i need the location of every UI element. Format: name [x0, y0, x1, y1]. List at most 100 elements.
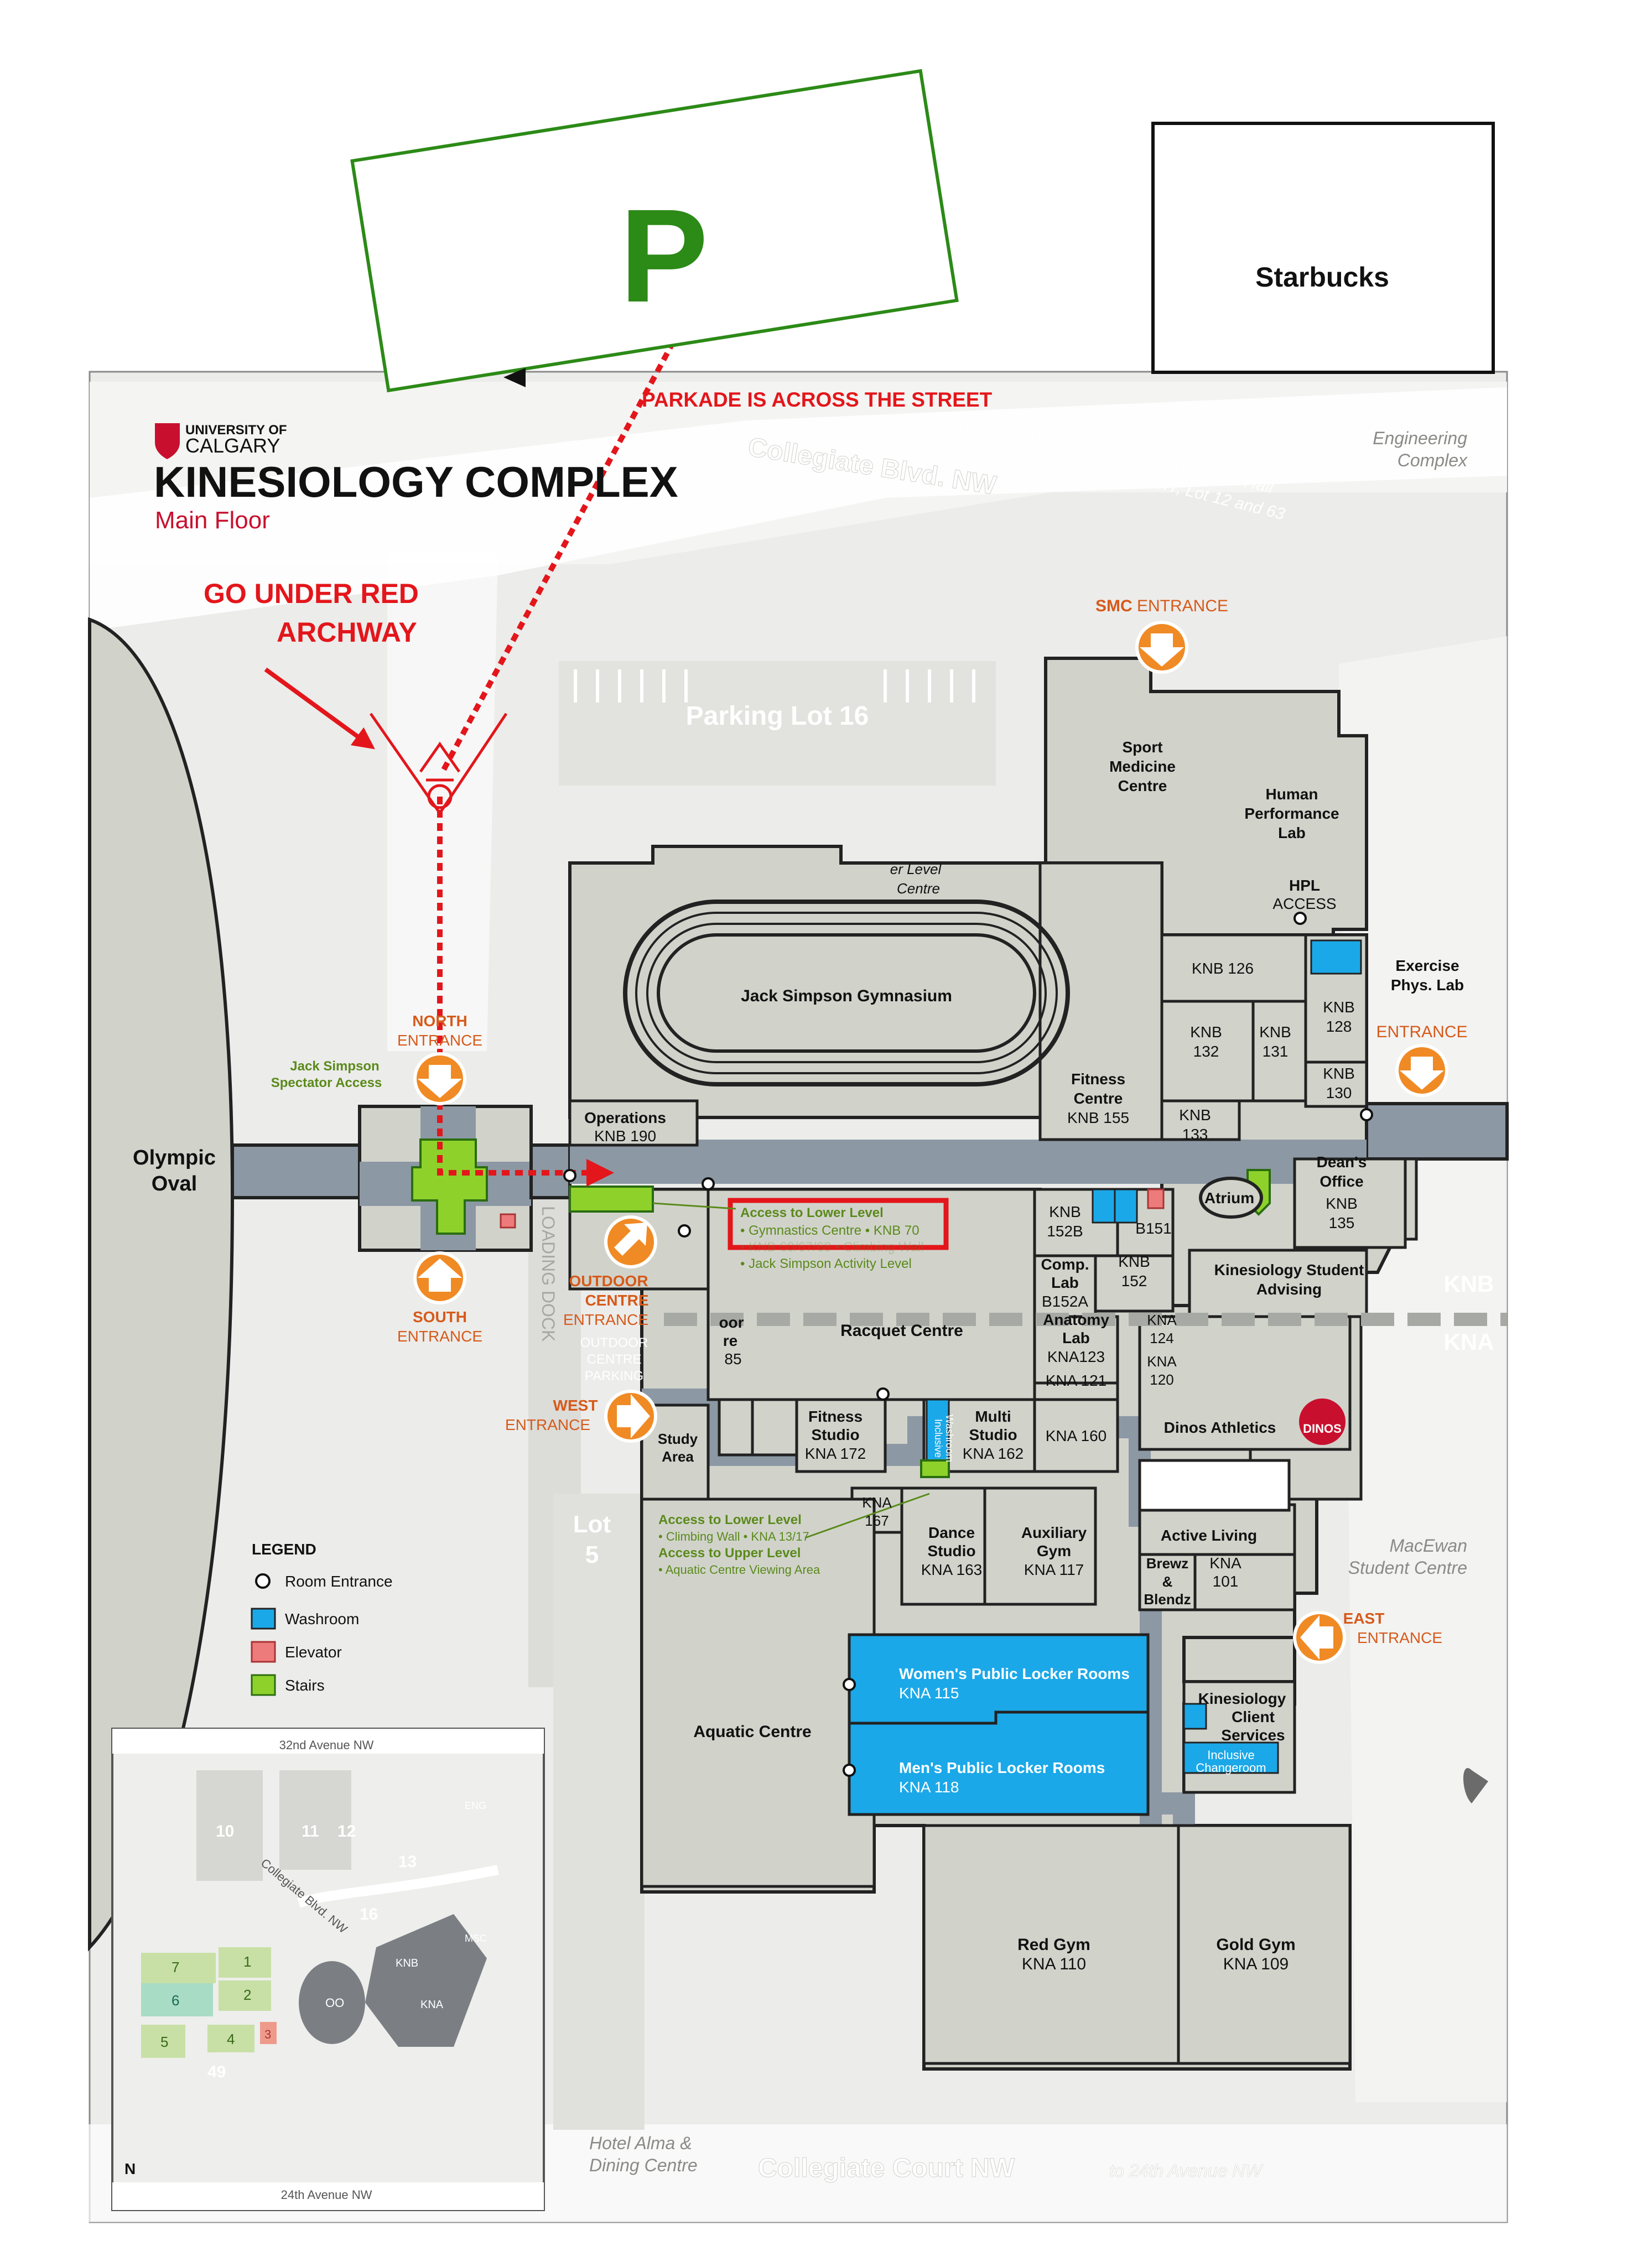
- study-area-2: Area: [662, 1448, 694, 1465]
- walking-route-lower: [437, 797, 614, 1187]
- inset-map: [111, 1728, 545, 2211]
- legend-title: LEGEND: [252, 1541, 316, 1558]
- fitness-centre-3: KNB 155: [1067, 1109, 1129, 1126]
- inclusive-washroom-2: Washroom: [944, 1415, 955, 1462]
- red-gym-2: KNA 110: [1022, 1955, 1086, 1973]
- brewz-1: Brewz: [1146, 1555, 1189, 1572]
- access-lower-leader: [804, 1493, 930, 1539]
- white-block: [1138, 1459, 1291, 1512]
- dinos-athletics-label: Dinos Athletics: [1164, 1419, 1276, 1436]
- knb132-2: 132: [1193, 1043, 1219, 1060]
- university-name-2: CALGARY: [185, 434, 280, 457]
- room-entrance-markers: [563, 912, 1373, 1777]
- legend-elevator: Elevator: [285, 1644, 342, 1661]
- outdoor-parking-1: OUTDOOR: [580, 1335, 648, 1350]
- hpl-access-label-1: HPL: [1289, 877, 1320, 894]
- inset-label-16: 16: [360, 1905, 378, 1923]
- rooms-north: [568, 861, 1418, 1249]
- collegiate-court-label: Collegiate Court NW: [758, 2154, 1015, 2183]
- client-services-2: Client: [1232, 1708, 1275, 1725]
- knb130-1: KNB: [1323, 1065, 1355, 1082]
- inset-label-49: 49: [207, 2063, 226, 2081]
- access-lower-line1: • Climbing Wall • KNA 13/17: [658, 1530, 809, 1543]
- starbucks-label: Starbucks: [1255, 262, 1389, 293]
- comp-lab-1: Comp.: [1041, 1256, 1089, 1273]
- womens-locker-room: [848, 1633, 1150, 1725]
- inset-label-5: 5: [160, 2034, 168, 2050]
- dinos-logo-text: DINOS: [1303, 1422, 1342, 1436]
- door-partial-3: 85: [724, 1350, 741, 1368]
- south-entrance-label-1: SOUTH: [413, 1308, 467, 1325]
- west-pavilion: [231, 1105, 572, 1252]
- study-area-1: Study: [658, 1431, 698, 1447]
- inset-label-kna: KNA: [420, 1999, 444, 2011]
- map-title: KINESIOLOGY COMPLEX: [154, 457, 678, 506]
- upper-level-1: er Level: [890, 861, 942, 877]
- outdoor-entrance-label-2: CENTRE: [585, 1292, 648, 1309]
- auxiliary-gym-2: Gym: [1037, 1542, 1071, 1559]
- legend-washroom: Washroom: [285, 1610, 359, 1628]
- inset-north: N: [124, 2160, 136, 2177]
- university-shield-icon: [155, 423, 180, 459]
- smc-entrance-label: SMC ENTRANCE: [1095, 597, 1228, 615]
- atrium: [1199, 1177, 1263, 1219]
- auxiliary-gym-3: KNA 117: [1024, 1561, 1084, 1578]
- advising-1: Kinesiology Student: [1214, 1261, 1364, 1278]
- door-partial-1: oor: [719, 1314, 744, 1331]
- knb128-2: 128: [1326, 1018, 1352, 1035]
- upper-level-2: Centre: [897, 880, 940, 897]
- inclusive-washroom-1: Inclusive: [933, 1419, 944, 1458]
- mens-locker-1: Men's Public Locker Rooms: [899, 1759, 1105, 1776]
- kna-marker: KNA: [1444, 1329, 1494, 1355]
- anatomy-1: Anatomy: [1043, 1311, 1109, 1328]
- macewan-label-2: Student Centre: [1348, 1558, 1467, 1578]
- inclusive-changeroom-2: Changeroom: [1196, 1761, 1266, 1775]
- inset-label-1: 1: [243, 1953, 251, 1970]
- east-upper-entrance-label: ENTRANCE: [1376, 1023, 1467, 1041]
- kna124-2: 124: [1150, 1330, 1173, 1346]
- kna120-2: 120: [1150, 1371, 1173, 1388]
- gymnasium-label: Jack Simpson Gymnasium: [741, 987, 952, 1005]
- deans-office-3: KNB: [1326, 1195, 1358, 1212]
- knb131-1: KNB: [1259, 1023, 1291, 1041]
- inset-top-street: 32nd Avenue NW: [279, 1738, 374, 1752]
- roads: [89, 382, 1507, 2222]
- knb152-2: 152: [1121, 1272, 1147, 1290]
- walking-route: [440, 316, 689, 773]
- legend-stairs: Stairs: [285, 1677, 325, 1694]
- multi-studio-1: Multi: [975, 1408, 1011, 1425]
- knb152b-1: KNB: [1049, 1203, 1081, 1220]
- red-gym-1: Red Gym: [1017, 1936, 1090, 1954]
- kna120-1: KNA: [1147, 1353, 1177, 1370]
- gymnasium-track: [623, 899, 1070, 1086]
- north-entrance-label-2: ENTRANCE: [397, 1032, 482, 1049]
- inset-label-11: 11: [302, 1822, 319, 1840]
- outdoor-entrance-label-3: ENTRANCE: [563, 1311, 648, 1328]
- parkade-box: [350, 69, 959, 393]
- knb133-1: KNB: [1179, 1106, 1211, 1124]
- inset-label-eng: ENG: [465, 1800, 486, 1811]
- parking-lot-16-label: Parking Lot 16: [686, 701, 869, 731]
- sport-medicine-1: Sport: [1122, 739, 1162, 756]
- hotel-label-2: Dining Centre: [589, 2155, 698, 2175]
- access-upper-line2: • KNB 60/67/68 • Climbing Wall: [740, 1240, 924, 1255]
- west-entrance-label-1: WEST: [553, 1397, 598, 1414]
- inset-bottom-street: 24th Avenue NW: [281, 2188, 372, 2202]
- multi-studio-3: KNA 162: [963, 1445, 1024, 1462]
- kna167-1: KNA: [862, 1494, 892, 1511]
- sport-medicine-3: Centre: [1118, 777, 1167, 794]
- lot5-label-2: 5: [585, 1541, 599, 1568]
- access-upper-title: Access to Lower Level: [740, 1205, 884, 1220]
- east-entrance-label-1: EAST: [1343, 1610, 1385, 1627]
- parking-symbol: P: [620, 181, 708, 330]
- access-callout-leader: [652, 1202, 736, 1210]
- legend-washroom-swatch: [251, 1608, 276, 1630]
- elevator-b151: [1147, 1188, 1165, 1209]
- archway-note-2: ARCHWAY: [277, 617, 417, 648]
- lot5-area: [553, 1494, 645, 2130]
- kna121-label: KNA 121: [1046, 1372, 1107, 1389]
- lot5-label-1: Lot: [573, 1511, 611, 1538]
- knb152b-2: 152B: [1047, 1223, 1083, 1240]
- loading-dock-label: LOADING DOCK: [538, 1206, 558, 1342]
- fitness-studio-2: Studio: [811, 1426, 859, 1443]
